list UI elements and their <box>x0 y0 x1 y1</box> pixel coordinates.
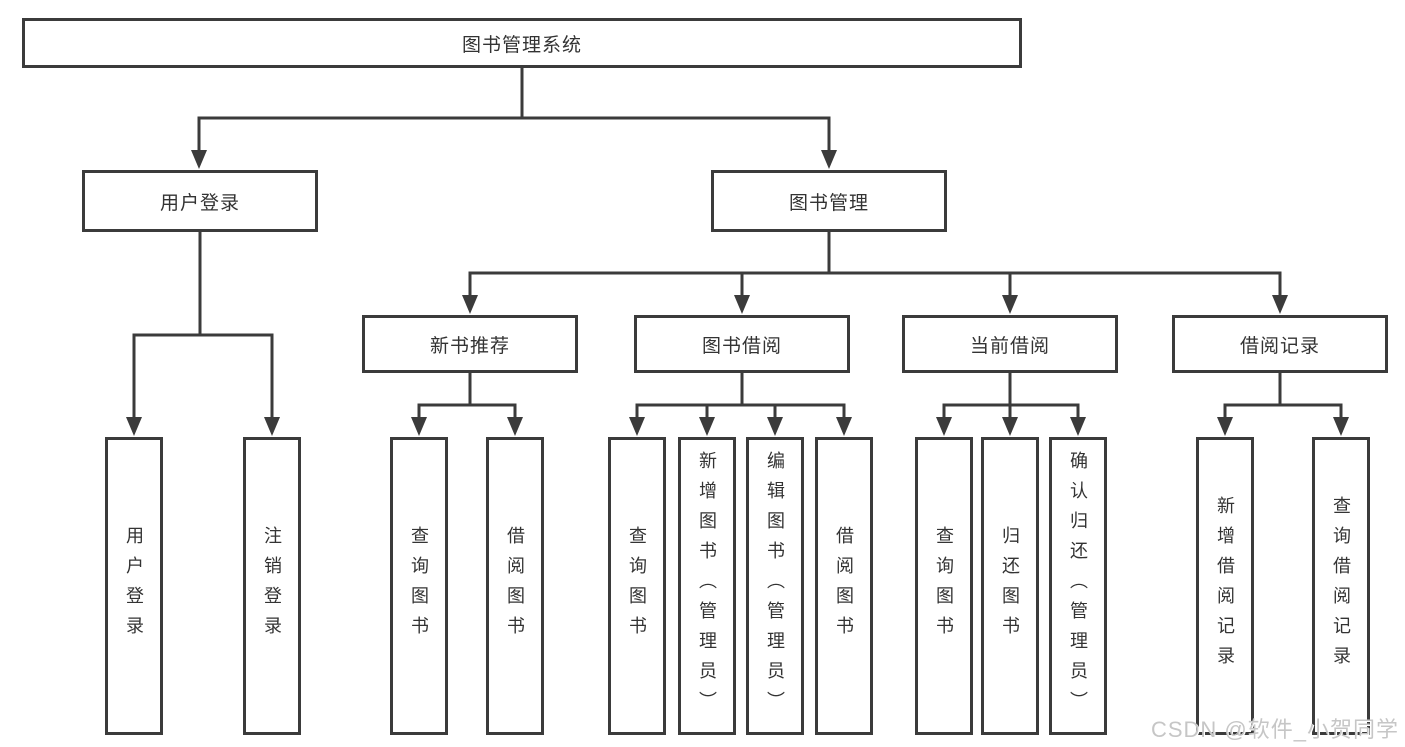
node-label: 注销登录 <box>262 526 282 646</box>
node-label: 确认归还（管理员） <box>1068 451 1088 721</box>
leaf-edit-book-admin: 编辑图书（管理员） <box>746 437 804 735</box>
node-label: 借阅记录 <box>1239 335 1320 357</box>
leaf-add-borrow-record: 新增借阅记录 <box>1196 437 1254 735</box>
node-label: 新增借阅记录 <box>1215 496 1235 676</box>
node-label: 查询图书 <box>409 526 429 646</box>
node-label: 图书借阅 <box>701 335 782 357</box>
node-new-book-recommend: 新书推荐 <box>362 315 578 373</box>
leaf-query-books-recommend: 查询图书 <box>390 437 448 735</box>
node-borrow-records: 借阅记录 <box>1172 315 1388 373</box>
node-label: 当前借阅 <box>969 335 1050 357</box>
node-label: 查询图书 <box>934 526 954 646</box>
leaf-return-books: 归还图书 <box>981 437 1039 735</box>
leaf-borrow-books-recommend: 借阅图书 <box>486 437 544 735</box>
csdn-watermark: CSDN @软件_小贺同学 <box>1150 717 1399 742</box>
node-label: 借阅图书 <box>834 526 854 646</box>
node-label: 归还图书 <box>1000 526 1020 646</box>
node-library-system: 图书管理系统 <box>22 18 1022 68</box>
leaf-user-login: 用户登录 <box>105 437 163 735</box>
node-user-login: 用户登录 <box>82 170 318 232</box>
node-label: 新增图书（管理员） <box>697 451 717 721</box>
node-label: 查询借阅记录 <box>1331 496 1351 676</box>
node-label: 编辑图书（管理员） <box>765 451 785 721</box>
leaf-borrow-books: 借阅图书 <box>815 437 873 735</box>
leaf-add-book-admin: 新增图书（管理员） <box>678 437 736 735</box>
node-book-management: 图书管理 <box>711 170 947 232</box>
node-label: 图书管理 <box>788 192 869 214</box>
leaf-logout: 注销登录 <box>243 437 301 735</box>
node-label: 用户登录 <box>159 192 240 214</box>
node-label: 查询图书 <box>627 526 647 646</box>
node-label: 图书管理系统 <box>461 34 582 56</box>
node-label: 用户登录 <box>124 526 144 646</box>
leaf-query-books-borrow: 查询图书 <box>608 437 666 735</box>
leaf-query-borrow-record: 查询借阅记录 <box>1312 437 1370 735</box>
node-label: 新书推荐 <box>429 335 510 357</box>
node-label: 借阅图书 <box>505 526 525 646</box>
leaf-confirm-return-admin: 确认归还（管理员） <box>1049 437 1107 735</box>
node-book-borrow: 图书借阅 <box>634 315 850 373</box>
node-current-borrow: 当前借阅 <box>902 315 1118 373</box>
leaf-query-books-current: 查询图书 <box>915 437 973 735</box>
